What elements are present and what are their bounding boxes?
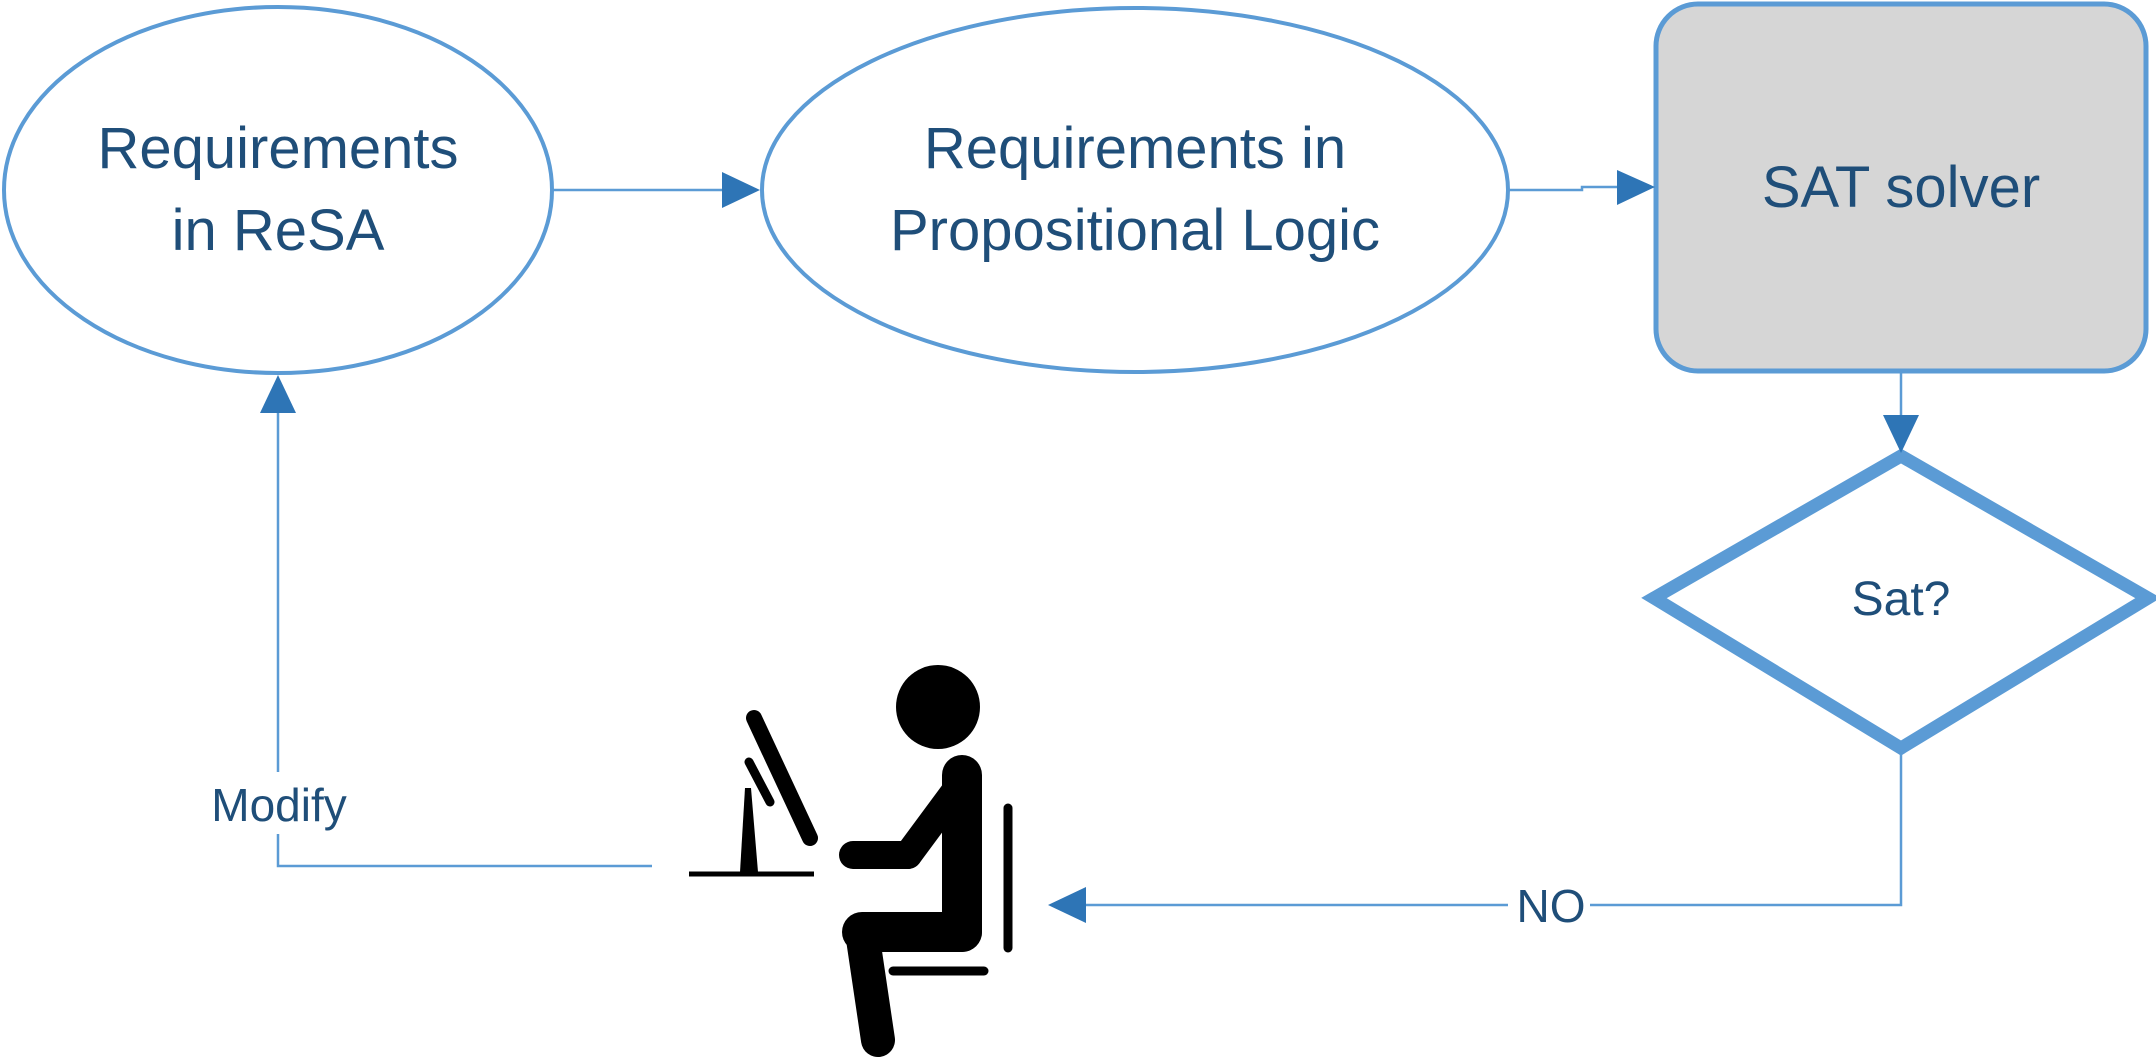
node-sat-solver: SAT solver xyxy=(1653,1,2149,374)
node-resa-line2: in ReSA xyxy=(172,198,385,263)
edge-logic-to-solver xyxy=(1509,170,1655,205)
node-logic-line1: Requirements in xyxy=(924,116,1346,181)
edge-decision-to-user-no: NO xyxy=(1048,754,1903,932)
edge-solver-to-decision xyxy=(1883,372,1919,453)
node-decision-label: Sat? xyxy=(1852,573,1951,626)
node-solver-label: SAT solver xyxy=(1762,155,2040,220)
edge-modify-label: Modify xyxy=(211,779,346,831)
arrowhead xyxy=(722,172,760,208)
node-requirements-resa: Requirements in ReSA xyxy=(2,5,554,375)
edge-resa-to-logic xyxy=(553,172,760,208)
edge-no-label: NO xyxy=(1517,880,1586,932)
edge-user-to-resa-modify: Modify xyxy=(190,375,652,868)
arrowhead xyxy=(1617,170,1655,205)
node-resa-line1: Requirements xyxy=(97,116,458,181)
person-at-computer-icon xyxy=(689,665,1013,1057)
node-requirements-propositional-logic: Requirements in Propositional Logic xyxy=(760,6,1510,374)
node-logic-line2: Propositional Logic xyxy=(890,198,1380,263)
arrowhead xyxy=(260,375,296,413)
arrowhead xyxy=(1883,415,1919,453)
node-sat-decision: Sat? xyxy=(1641,448,2156,756)
arrowhead xyxy=(1048,887,1086,923)
